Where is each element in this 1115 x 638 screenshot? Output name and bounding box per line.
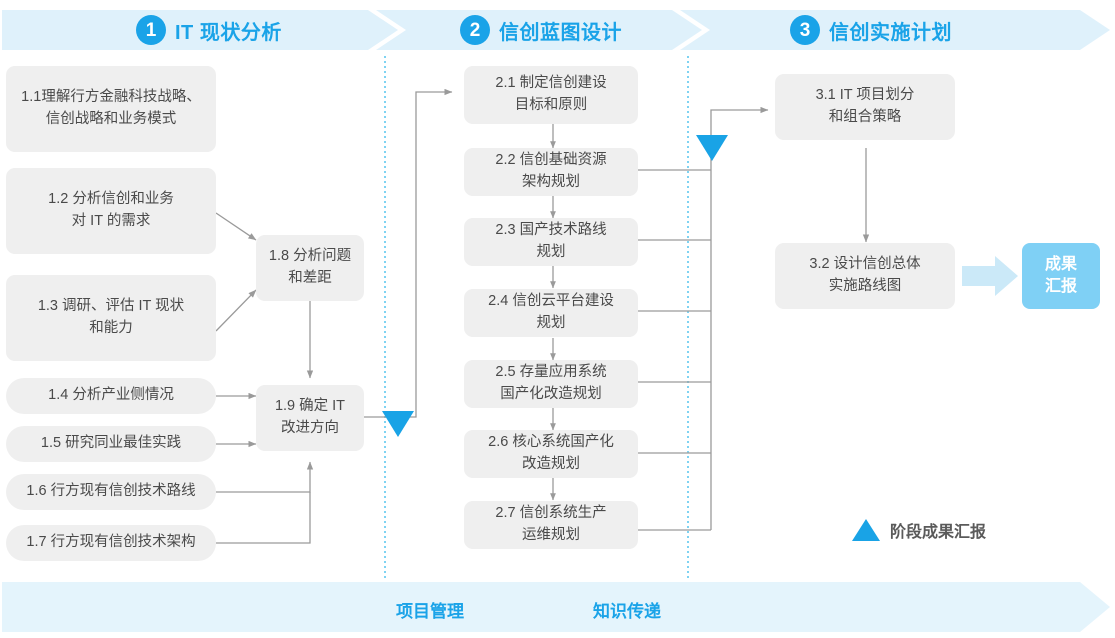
band-label-project-management: 项目管理 xyxy=(396,602,464,621)
connector-17-19 xyxy=(216,492,311,544)
legend-label: 阶段成果汇报 xyxy=(890,524,987,541)
node-label: 3.2 设计信创总体实施路线图 xyxy=(809,256,921,294)
node-2-5[interactable]: 2.5 存量应用系统国产化改造规划 xyxy=(464,360,638,408)
connector-19-21 xyxy=(364,88,453,418)
node-label: 2.7 信创系统生产运维规划 xyxy=(495,505,607,543)
phase-number-badge: 2 xyxy=(460,15,490,45)
milestone-triangle-phase2 xyxy=(696,135,728,161)
node-label: 2.1 制定信创建设目标和原则 xyxy=(495,75,607,113)
node-2-4[interactable]: 2.4 信创云平台建设规划 xyxy=(464,289,638,337)
node-label: 1.2 分析信创和业务对 IT 的需求 xyxy=(48,191,174,229)
phase-title: IT 现状分析 xyxy=(175,21,282,44)
bottom-band xyxy=(2,582,1110,632)
node-2-7[interactable]: 2.7 信创系统生产运维规划 xyxy=(464,501,638,549)
phase-header-3: 3 信创实施计划 xyxy=(790,13,952,47)
node-label: 1.8 分析问题和差距 xyxy=(268,248,352,286)
phase-header-2: 2 信创蓝图设计 xyxy=(460,13,622,47)
node-2-1[interactable]: 2.1 制定信创建设目标和原则 xyxy=(464,66,638,124)
node-label: 1.1理解行方金融科技战略、信创战略和业务模式 xyxy=(21,89,201,127)
node-label: 2.5 存量应用系统国产化改造规划 xyxy=(495,364,607,402)
phase-header-1: 1 IT 现状分析 xyxy=(136,13,282,47)
node-1-5[interactable]: 1.5 研究同业最佳实践 xyxy=(6,426,216,462)
band-label-knowledge-transfer: 知识传递 xyxy=(593,602,661,621)
node-label: 2.4 信创云平台建设规划 xyxy=(488,293,614,331)
node-1-3[interactable]: 1.3 调研、评估 IT 现状和能力 xyxy=(6,275,216,361)
milestone-triangle-phase1 xyxy=(382,411,414,437)
outcome-label: 成果汇报 xyxy=(1044,256,1077,295)
connector-16-19 xyxy=(216,461,314,493)
phase-number-badge: 1 xyxy=(136,15,166,45)
phase-title: 信创实施计划 xyxy=(829,21,952,44)
node-1-6[interactable]: 1.6 行方现有信创技术路线 xyxy=(6,474,216,510)
node-label: 1.6 行方现有信创技术路线 xyxy=(26,483,196,500)
node-1-7[interactable]: 1.7 行方现有信创技术架构 xyxy=(6,525,216,561)
node-3-1[interactable]: 3.1 IT 项目划分和组合策略 xyxy=(775,74,955,140)
node-label: 2.2 信创基础资源架构规划 xyxy=(495,152,607,190)
milestone-triangle-icon xyxy=(852,519,880,541)
node-label: 1.3 调研、评估 IT 现状和能力 xyxy=(37,298,185,336)
outcome-report-box[interactable]: 成果汇报 xyxy=(1022,243,1100,309)
node-label: 2.6 核心系统国产化改造规划 xyxy=(488,434,614,472)
node-label: 3.1 IT 项目划分和组合策略 xyxy=(815,87,915,125)
connector-12-18 xyxy=(215,212,257,241)
connector-bus-31 xyxy=(710,106,769,131)
phase-number-badge: 3 xyxy=(790,15,820,45)
phase-title: 信创蓝图设计 xyxy=(499,21,622,44)
node-1-8[interactable]: 1.8 分析问题和差距 xyxy=(256,235,364,301)
node-label: 1.4 分析产业侧情况 xyxy=(48,387,174,404)
node-2-2[interactable]: 2.2 信创基础资源架构规划 xyxy=(464,148,638,196)
node-2-6[interactable]: 2.6 核心系统国产化改造规划 xyxy=(464,430,638,478)
connector-32-outcome xyxy=(962,256,1018,296)
node-label: 2.3 国产技术路线规划 xyxy=(495,222,607,260)
node-1-4[interactable]: 1.4 分析产业侧情况 xyxy=(6,378,216,414)
collector-bus-2 xyxy=(638,169,711,531)
node-2-3[interactable]: 2.3 国产技术路线规划 xyxy=(464,218,638,266)
node-1-2[interactable]: 1.2 分析信创和业务对 IT 的需求 xyxy=(6,168,216,254)
node-3-2[interactable]: 3.2 设计信创总体实施路线图 xyxy=(775,243,955,309)
legend-milestone: 阶段成果汇报 xyxy=(852,518,986,542)
node-label: 1.5 研究同业最佳实践 xyxy=(40,435,182,452)
connector-13-18 xyxy=(215,289,257,332)
node-label: 1.7 行方现有信创技术架构 xyxy=(26,534,196,551)
node-1-1[interactable]: 1.1理解行方金融科技战略、信创战略和业务模式 xyxy=(6,66,216,152)
